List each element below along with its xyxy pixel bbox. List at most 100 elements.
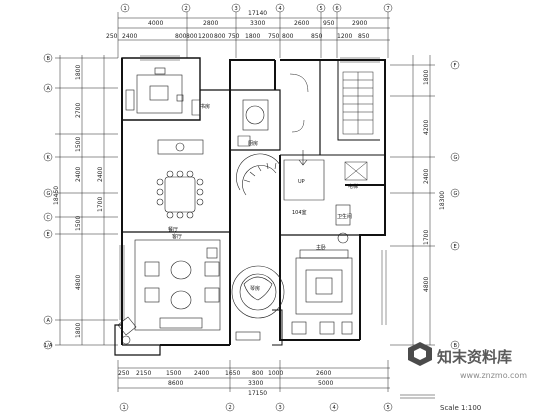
room-label-hall: 104室 [292,209,307,216]
dim-bottom1-g: 1000 [268,370,283,377]
axis-left-2: A [47,86,51,92]
left-dimensions [55,55,118,346]
axis-top-5: 5 [320,6,323,12]
master-bedroom-furniture [291,249,353,335]
axis-top-2: 2 [185,6,188,12]
living-furniture [117,239,221,345]
piano-area [231,265,285,341]
room-label-piano: 琴房 [250,285,260,292]
dim-bottom2-a: 8600 [168,380,183,387]
dim-top-6: 2900 [352,20,367,27]
dim-top-1: 4000 [148,20,163,27]
dim-top2-g: 750 [228,33,240,40]
right-axis-bubbles [450,60,460,350]
dim-bottom1-f: 800 [252,370,264,377]
dim-top2-e: 1200 [198,33,213,40]
dim-top-total: 17140 [248,10,267,17]
axis-right-4: E [454,244,457,250]
dining-furniture [156,139,204,219]
dim-top2-b: 2400 [122,33,137,40]
axis-top-4: 4 [279,6,282,12]
axis-left-1: B [47,56,51,62]
left-axis-bubbles [43,53,53,350]
dim-bottom1-d: 2400 [194,370,209,377]
axis-top-3: 3 [235,6,238,12]
dim-left-8: 1800 [75,323,82,338]
dim-right-2: 4200 [423,120,430,135]
dim-bottom1-e: 1650 [225,370,240,377]
room-label-up: UP [298,179,305,185]
dim-top2-c: 800 [175,33,187,40]
room-label-kitchen: 厨房 [248,140,258,147]
axis-bottom-5: 5 [387,405,390,411]
kitchen-furniture [237,99,269,147]
dim-right-3: 2400 [423,169,430,184]
dim-top2-f: 800 [214,33,226,40]
dim-top2-k: 850 [311,33,323,40]
dim-bottom-total: 17150 [248,390,267,397]
dim-top2-l: 1200 [337,33,352,40]
axis-bottom-4: 4 [333,405,336,411]
up-arrow-area [283,150,325,201]
axis-left-8: 1/A [44,343,53,349]
axis-right-1: F [454,63,457,69]
dim-top2-a: 250 [106,33,118,40]
study-furniture [125,67,201,116]
dim-top-3: 3300 [250,20,265,27]
title-mark [400,394,435,399]
axis-left-5: C [47,215,51,221]
axis-top-6: 6 [336,6,339,12]
axis-right-3: G [454,191,458,197]
axis-left-7: A [47,318,51,324]
dim-top2-d: 800 [186,33,198,40]
dim-left-6: 1500 [75,216,82,231]
axis-bottom-3: 3 [279,405,282,411]
axis-top-7: 7 [387,6,390,12]
dim-right-1: 1800 [423,70,430,85]
dim-top2-h: 1800 [245,33,260,40]
dim-left-1: 1800 [75,65,82,80]
dim-top2-j: 800 [282,33,294,40]
axis-left-4: G [47,191,51,197]
dim-right-total: 18300 [439,191,446,210]
dim-bottom1-c: 1500 [166,370,181,377]
bottom-dimensions [117,360,390,392]
watermark-url: www.znzmo.com [460,371,527,380]
dim-top-2: 2800 [203,20,218,27]
dim-left-7: 4800 [75,275,82,290]
axis-left-3: K [47,155,51,161]
dim-left-3: 1500 [75,137,82,152]
dim-top-4: 2600 [294,20,309,27]
dim-right-5: 4800 [423,277,430,292]
watermark-logo [408,342,432,366]
right-dimensions [390,55,435,346]
axis-bottom-2: 2 [229,405,232,411]
room-label-dining: 餐厅 [168,226,178,233]
dim-bottom1-a: 250 [118,370,130,377]
bath-fixtures [335,204,351,244]
room-label-elevator: 电梯 [348,183,358,190]
walls [114,57,386,356]
axis-bottom-1: 1 [123,405,126,411]
watermark-brand: 知末资料库 [437,348,512,366]
axis-left-6: E [47,232,50,238]
windows [119,55,387,325]
dim-bottom1-h: 2600 [316,370,331,377]
dim-top-5: 950 [323,20,335,27]
room-label-study: 书房 [200,103,210,110]
bottom-axis-bubbles [119,402,393,412]
axis-right-2: G [454,155,458,161]
dim-bottom2-c: 5000 [318,380,333,387]
scale-note: Scale 1:100 [440,404,481,412]
dim-left-4: 2400 [75,167,82,182]
dim-left-inner-2: 1700 [97,197,104,212]
room-label-living: 客厅 [172,233,182,240]
dim-bottom2-b: 3300 [248,380,263,387]
room-label-master: 主卧 [316,244,326,251]
axis-top-1: 1 [124,6,127,12]
axis-right-5: B [454,343,458,349]
room-label-bath: 卫生间 [337,213,352,220]
dim-bottom1-b: 2150 [136,370,151,377]
dim-left-inner-1: 2400 [97,167,104,182]
